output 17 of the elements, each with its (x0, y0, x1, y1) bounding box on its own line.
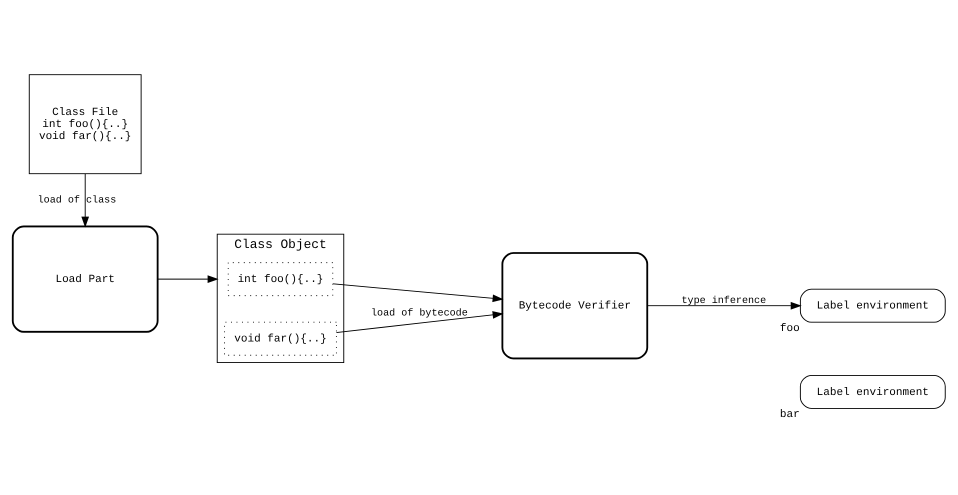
node-box: Bytecode Verifier (501, 252, 648, 360)
node-box: Label environment (800, 288, 946, 323)
arrow (646, 302, 802, 310)
node-box: int foo(){..} (228, 262, 334, 296)
arrow (336, 311, 504, 333)
arrow (157, 275, 219, 283)
edge-label: load of bytecode (371, 308, 468, 320)
node-box: Class File int foo(){..} void far(){..} (28, 74, 142, 174)
arrow (81, 173, 90, 228)
node-box: Load Part (12, 226, 159, 333)
arrow (332, 283, 504, 302)
node-box: void far(){..} (224, 322, 337, 356)
node-box: Label environment (800, 374, 946, 409)
edge-label: type inference (681, 296, 766, 307)
node-label: bar (780, 409, 800, 422)
edge-label: load of class (38, 196, 116, 207)
node-label: foo (780, 323, 800, 336)
